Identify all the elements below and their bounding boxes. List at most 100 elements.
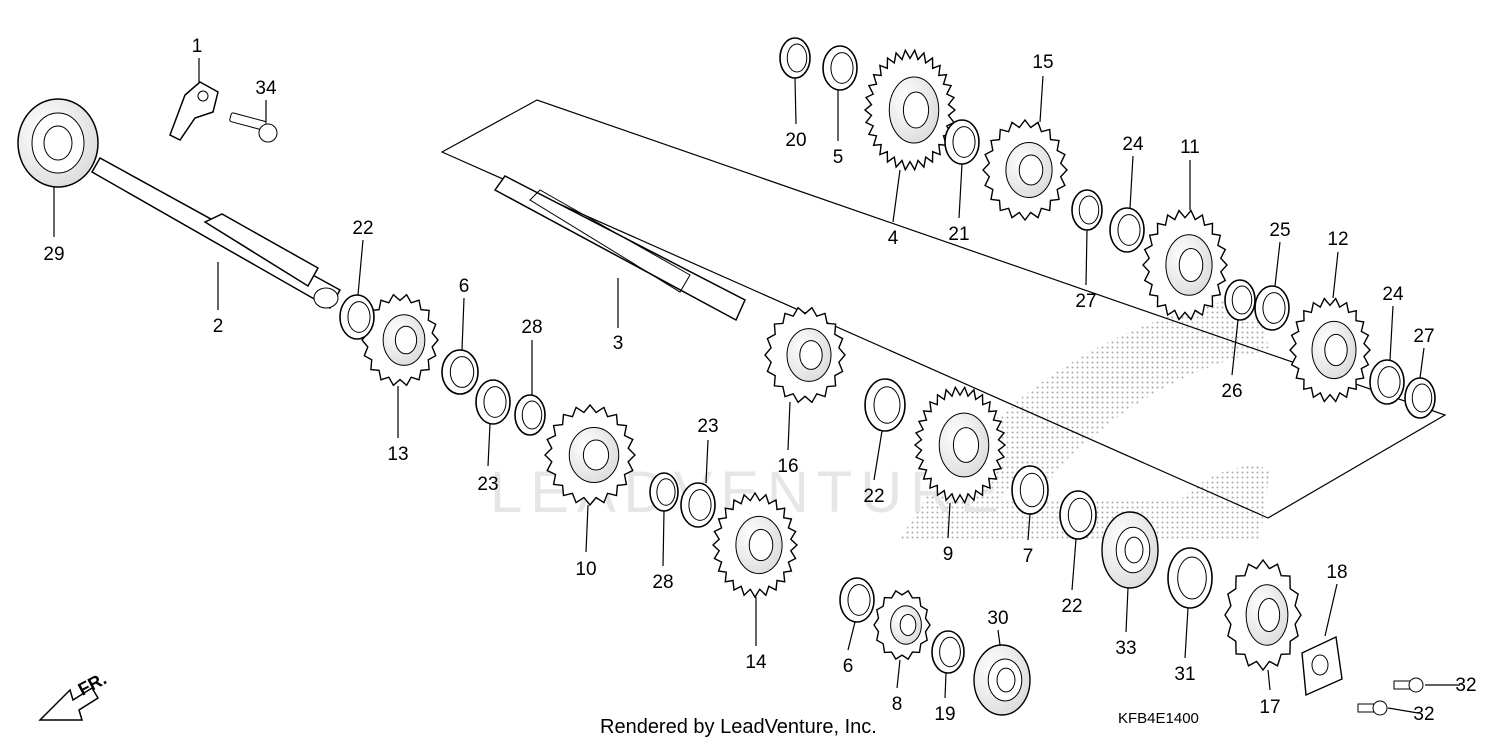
callout-label-c32a[interactable]: 32 <box>1455 675 1476 696</box>
callout-label-c13[interactable]: 13 <box>387 444 408 465</box>
callout-label-c26[interactable]: 26 <box>1221 381 1242 402</box>
callout-label-c8[interactable]: 8 <box>892 694 903 715</box>
callout-label-c18[interactable]: 18 <box>1326 562 1347 583</box>
part-33-bearing[interactable] <box>1101 511 1159 589</box>
callout-label-c1[interactable]: 1 <box>192 36 203 57</box>
callout-label-c14[interactable]: 14 <box>745 652 767 673</box>
callout-label-c12[interactable]: 12 <box>1327 229 1348 250</box>
part-2-mainshaft[interactable] <box>90 156 342 310</box>
callout-label-c19[interactable]: 19 <box>934 704 955 725</box>
callout-label-c20[interactable]: 20 <box>785 130 806 151</box>
part-6-bushing-b[interactable] <box>839 577 875 623</box>
part-25-washer[interactable] <box>1254 285 1290 331</box>
callout-label-c28a[interactable]: 28 <box>521 317 542 338</box>
part-30-bearing[interactable] <box>973 644 1031 716</box>
callout-label-c22a[interactable]: 22 <box>352 218 373 239</box>
part-34-bolt[interactable] <box>229 112 278 143</box>
part-1-stopper-arm[interactable] <box>169 81 219 141</box>
part-16-gear[interactable] <box>764 306 846 404</box>
callout-leader-c30 <box>997 629 1001 646</box>
callout-label-c24b[interactable]: 24 <box>1382 284 1404 305</box>
part-28-circlip-a[interactable] <box>514 394 546 436</box>
callout-label-c5[interactable]: 5 <box>833 147 844 168</box>
callout-label-c23a[interactable]: 23 <box>477 474 498 495</box>
part-14-gear[interactable] <box>711 491 799 599</box>
callout-leader-c22a <box>357 239 364 296</box>
part-29-bearing[interactable] <box>17 98 99 188</box>
callout-label-c2[interactable]: 2 <box>213 316 224 337</box>
part-18-plate[interactable] <box>1301 635 1343 697</box>
callout-label-c4[interactable]: 4 <box>888 228 899 249</box>
part-26-lockwasher[interactable] <box>1224 279 1256 321</box>
callout-leader-c16 <box>787 401 791 451</box>
callout-label-c17[interactable]: 17 <box>1259 697 1280 718</box>
part-8-gear[interactable] <box>873 589 931 661</box>
part-22-washer-a[interactable] <box>339 294 375 340</box>
part-21-washer[interactable] <box>944 119 980 165</box>
callout-label-c6a[interactable]: 6 <box>459 276 470 297</box>
callout-label-c27a[interactable]: 27 <box>1075 291 1096 312</box>
part-27-circlip-b[interactable] <box>1404 377 1436 419</box>
part-23-washer-a[interactable] <box>475 379 511 425</box>
callout-label-c32b[interactable]: 32 <box>1413 704 1434 725</box>
callout-label-c22c[interactable]: 22 <box>1061 596 1082 617</box>
part-22-washer-c[interactable] <box>1059 490 1097 540</box>
callout-leader-c33 <box>1125 587 1129 633</box>
callout-leader-c20 <box>794 77 797 125</box>
callout-leader-c12 <box>1332 251 1339 299</box>
callout-leader-c22c <box>1071 538 1077 591</box>
part-17-sprocket[interactable] <box>1224 558 1302 672</box>
callout-label-c7[interactable]: 7 <box>1023 546 1034 567</box>
part-7-bushing[interactable] <box>1011 465 1049 515</box>
callout-label-c9[interactable]: 9 <box>943 544 954 565</box>
callout-leader-c23b <box>705 439 709 484</box>
callout-label-c6b[interactable]: 6 <box>843 656 854 677</box>
callout-leader-c8 <box>896 659 901 689</box>
callout-label-c10[interactable]: 10 <box>575 559 596 580</box>
part-15-gear[interactable] <box>982 118 1068 222</box>
part-10-gear[interactable] <box>544 403 636 507</box>
part-23-washer-b[interactable] <box>680 482 716 528</box>
callout-leader-c27b <box>1419 347 1425 379</box>
callout-leader-c31 <box>1184 607 1189 659</box>
part-28-circlip-b[interactable] <box>649 472 679 512</box>
part-24-washer-b[interactable] <box>1369 359 1405 405</box>
part-6-bushing-a[interactable] <box>441 349 479 395</box>
callout-leader-c27a <box>1085 229 1088 286</box>
part-27-circlip-a[interactable] <box>1071 189 1103 231</box>
part-32-bolt-a[interactable] <box>1393 677 1424 693</box>
callout-leader-c19 <box>944 672 947 699</box>
callout-label-c25[interactable]: 25 <box>1269 220 1290 241</box>
part-9-gear[interactable] <box>913 385 1007 505</box>
part-12-gear[interactable] <box>1289 297 1371 403</box>
callout-label-c33[interactable]: 33 <box>1115 638 1136 659</box>
callout-label-c3[interactable]: 3 <box>613 333 624 354</box>
callout-label-c16[interactable]: 16 <box>777 456 798 477</box>
callout-label-c21[interactable]: 21 <box>948 224 969 245</box>
callout-label-c30[interactable]: 30 <box>987 608 1008 629</box>
callout-leader-c7 <box>1027 513 1031 541</box>
callout-label-c24a[interactable]: 24 <box>1122 134 1144 155</box>
part-32-bolt-b[interactable] <box>1357 700 1388 716</box>
part-19-washer[interactable] <box>931 630 965 674</box>
part-13-gear[interactable] <box>361 293 439 387</box>
part-3-countershaft[interactable] <box>493 175 746 322</box>
part-31-seal[interactable] <box>1167 547 1213 609</box>
callout-label-c31[interactable]: 31 <box>1174 664 1195 685</box>
part-24-washer-a[interactable] <box>1109 207 1145 253</box>
callout-label-c28b[interactable]: 28 <box>652 572 673 593</box>
callout-label-c11[interactable]: 11 <box>1180 137 1200 158</box>
callout-label-c27b[interactable]: 27 <box>1413 326 1434 347</box>
callout-label-c15[interactable]: 15 <box>1032 52 1053 73</box>
callout-label-c22b[interactable]: 22 <box>863 486 884 507</box>
callout-label-c23b[interactable]: 23 <box>697 416 718 437</box>
part-4-gear[interactable] <box>863 48 957 172</box>
part-5-bushing[interactable] <box>822 45 858 91</box>
part-11-gear[interactable] <box>1142 209 1228 321</box>
callout-label-c29[interactable]: 29 <box>43 244 64 265</box>
part-20-washer[interactable] <box>779 37 811 79</box>
wing-watermark <box>900 300 1270 540</box>
part-22-washer-b[interactable] <box>864 378 906 432</box>
callout-label-c34[interactable]: 34 <box>255 78 277 99</box>
callout-leader-c10 <box>585 504 589 553</box>
